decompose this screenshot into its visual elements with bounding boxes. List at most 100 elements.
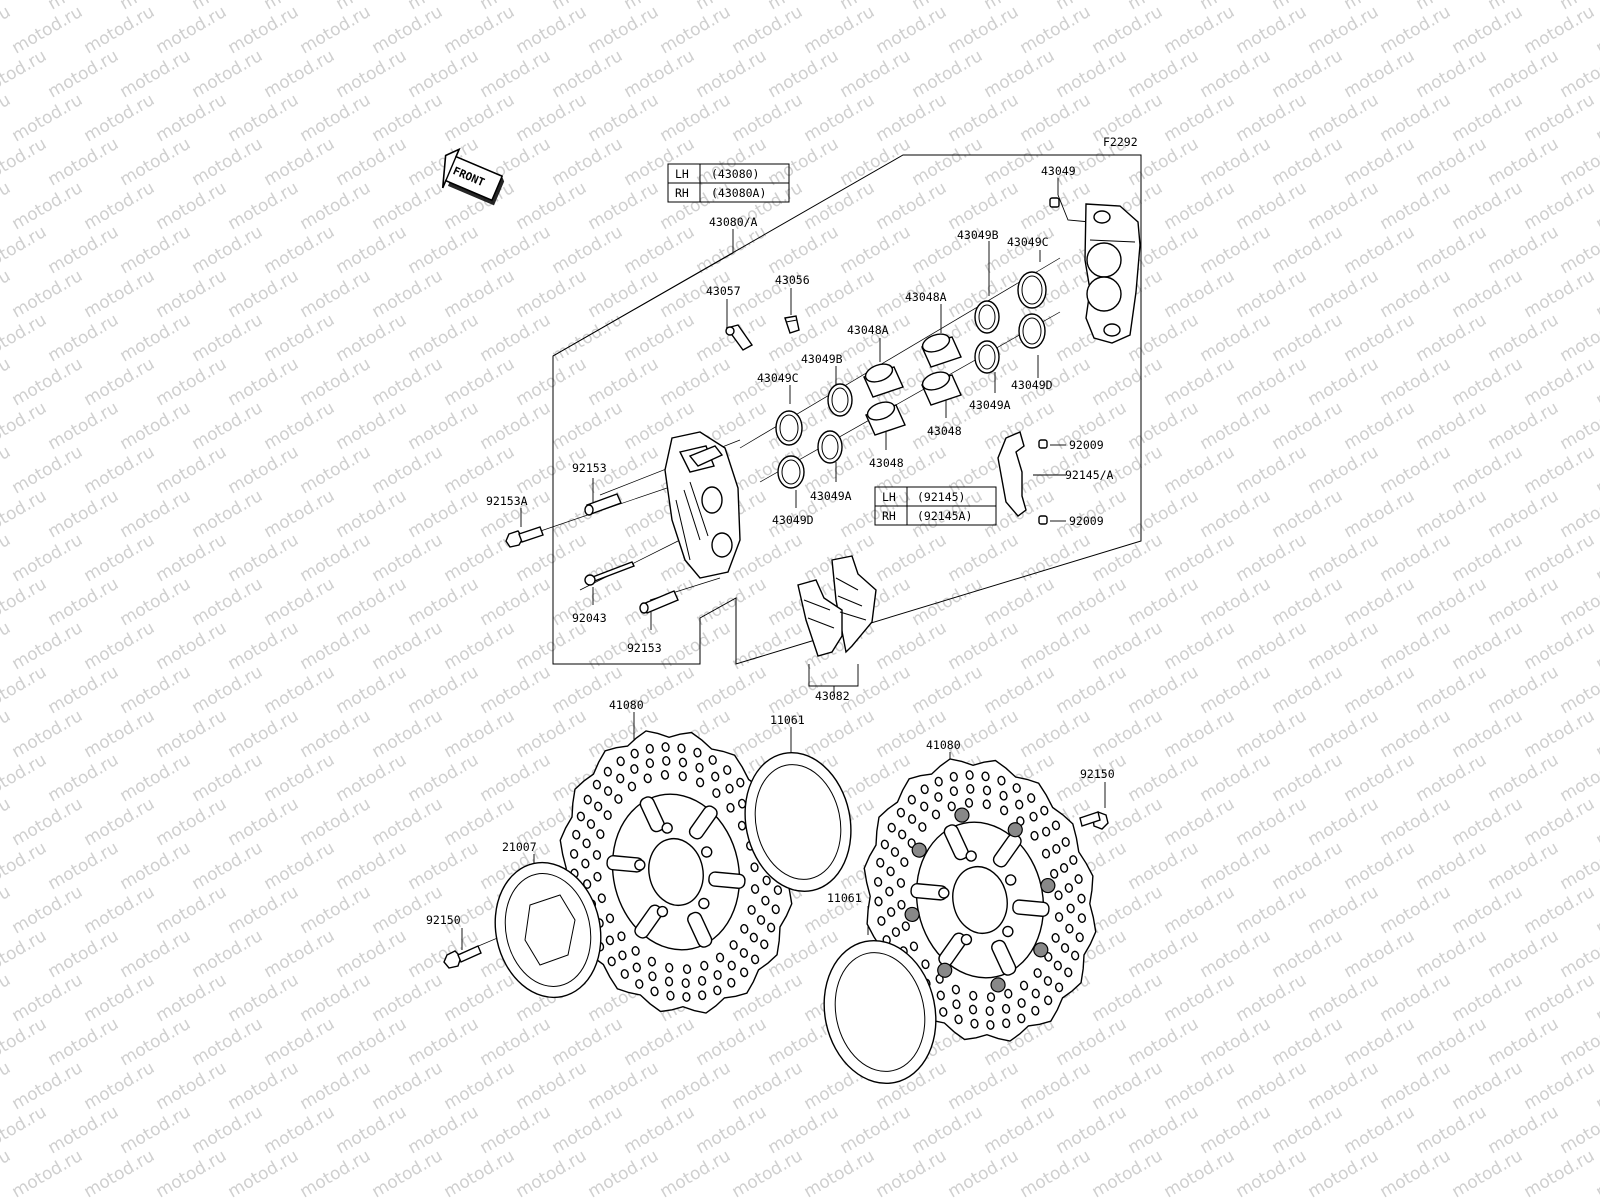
watermark-text: motod.ru [369,530,447,586]
bracket-rh-number: (92145A) [917,509,972,523]
watermark-text: motod.ru [333,574,411,630]
disc-slot [708,872,745,889]
watermark-text: motod.ru [1269,0,1347,14]
watermark-text: motod.ru [945,706,1023,762]
watermark-text: motod.ru [873,706,951,762]
watermark-text: motod.ru [1557,46,1600,102]
watermark-text: motod.ru [153,90,231,146]
watermark-text: motod.ru [621,134,699,190]
label-43048-right: 43048 [927,424,962,438]
watermark-text: motod.ru [333,398,411,454]
watermark-text: motod.ru [333,750,411,806]
watermark-text: motod.ru [801,706,879,762]
watermark-text: motod.ru [1233,178,1311,234]
watermark-text: motod.ru [0,618,14,674]
watermark-text: motod.ru [1305,266,1383,322]
watermark-text: motod.ru [1269,750,1347,806]
watermark-text: motod.ru [549,134,627,190]
watermark-text: motod.ru [1413,750,1491,806]
watermark-text: motod.ru [153,794,231,850]
watermark-text: motod.ru [117,310,195,366]
watermark-text: motod.ru [909,1102,987,1158]
watermark-text: motod.ru [585,2,663,58]
watermark-text: motod.ru [1377,442,1455,498]
watermark-text: motod.ru [837,310,915,366]
watermark-text: motod.ru [1593,354,1600,410]
watermark-text: motod.ru [1521,794,1599,850]
watermark-text: motod.ru [441,354,519,410]
label-43049: 43049 [1041,164,1076,178]
watermark-text: motod.ru [1593,970,1600,1026]
watermark-text: motod.ru [621,310,699,366]
label-92145: 92145/A [1065,468,1114,482]
watermark-text: motod.ru [261,662,339,718]
watermark-text: motod.ru [477,398,555,454]
label-caliper-assy: 43080/A [709,215,758,229]
watermark-text: motod.ru [693,46,771,102]
watermark-text: motod.ru [9,794,87,850]
watermark-text: motod.ru [1341,1102,1419,1158]
watermark-text: motod.ru [0,442,14,498]
watermark-text: motod.ru [189,1014,267,1070]
watermark-text: motod.ru [333,46,411,102]
watermark-text: motod.ru [9,530,87,586]
watermark-text: motod.ru [1449,618,1527,674]
watermark-text: motod.ru [45,574,123,630]
watermark-text: motod.ru [1377,178,1455,234]
watermark-text: motod.ru [153,882,231,938]
watermark-text: motod.ru [549,46,627,102]
watermark-text: motod.ru [0,134,50,190]
label-43057: 43057 [706,284,741,298]
watermark-text: motod.ru [117,134,195,190]
watermark-text: motod.ru [297,90,375,146]
watermark-text: motod.ru [1485,310,1563,366]
watermark-text: motod.ru [1125,574,1203,630]
watermark-text: motod.ru [369,354,447,410]
watermark-text: motod.ru [189,926,267,982]
watermark-text: motod.ru [1377,530,1455,586]
watermark-text: motod.ru [1377,706,1455,762]
watermark-text: motod.ru [765,0,843,14]
watermark-text: motod.ru [153,354,231,410]
watermark-text: motod.ru [369,2,447,58]
watermark-text: motod.ru [117,1014,195,1070]
watermark-text: motod.ru [693,574,771,630]
watermark-text: motod.ru [0,926,50,982]
watermark-text: motod.ru [225,1146,303,1200]
watermark-text: motod.ru [1125,838,1203,894]
watermark-text: motod.ru [1233,882,1311,938]
watermark-text: motod.ru [1125,1014,1203,1070]
watermark-text: motod.ru [1593,1146,1600,1200]
watermark-text: motod.ru [1449,706,1527,762]
label-43049c-right: 43049C [1007,235,1049,249]
figure-code: F2292 [1103,135,1138,149]
label-43049b-right: 43049B [957,228,999,242]
watermark-text: motod.ru [297,1146,375,1200]
watermark-text: motod.ru [189,486,267,542]
watermark-text: motod.ru [45,662,123,718]
watermark-text: motod.ru [0,838,50,894]
watermark-text: motod.ru [1125,1102,1203,1158]
watermark-text: motod.ru [765,134,843,190]
watermark-text: motod.ru [945,1058,1023,1114]
watermark-text: motod.ru [981,46,1059,102]
watermark-text: motod.ru [513,2,591,58]
watermark-text: motod.ru [1449,794,1527,850]
watermark-text: motod.ru [1593,530,1600,586]
watermark-text: motod.ru [189,134,267,190]
watermark-text: motod.ru [261,398,339,454]
watermark-text: motod.ru [1269,46,1347,102]
watermark-text: motod.ru [405,310,483,366]
watermark-text: motod.ru [405,574,483,630]
watermark-text: motod.ru [585,178,663,234]
watermark-text: motod.ru [693,1102,771,1158]
watermark-text: motod.ru [81,1146,159,1200]
watermark-text: motod.ru [585,354,663,410]
watermark-text: motod.ru [909,46,987,102]
watermark-text: motod.ru [549,222,627,278]
watermark-text: motod.ru [1449,1146,1527,1200]
watermark-text: motod.ru [1593,2,1600,58]
watermark-text: motod.ru [1341,310,1419,366]
watermark-text: motod.ru [945,1146,1023,1200]
watermark-text: motod.ru [297,266,375,322]
